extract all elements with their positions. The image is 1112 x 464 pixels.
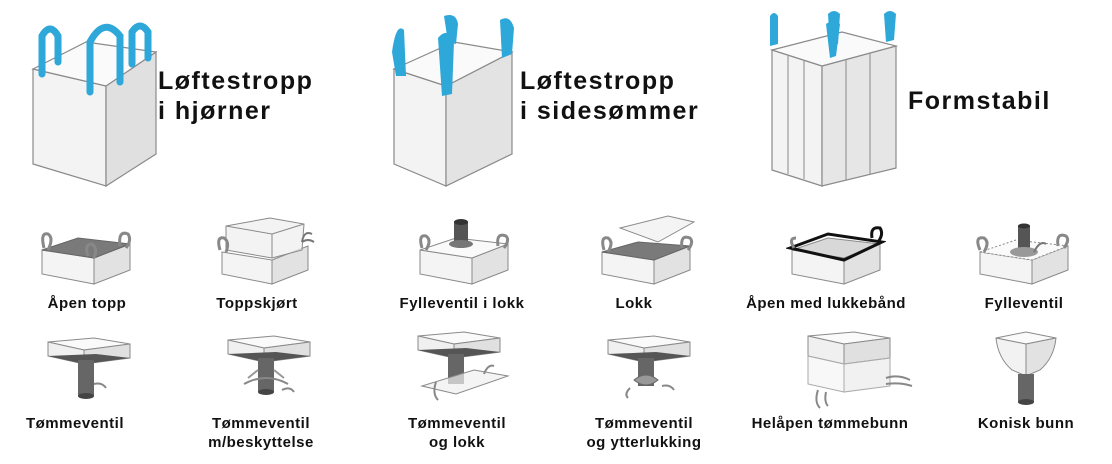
top-skirt-icon [216, 212, 316, 293]
conical-bottom-icon [992, 330, 1062, 411]
fill-spout-lid-icon [416, 218, 512, 293]
discharge-spout-outer-closure-caption: Tømmeventil og ytterlukking [556, 414, 732, 452]
baffle-bag-label: Formstabil [908, 86, 1051, 116]
discharge-spout-outer-closure-icon [604, 334, 694, 405]
discharge-spout-lid-icon [414, 330, 510, 411]
caption-line: Tømmeventil [25, 415, 125, 432]
full-open-bottom-caption: Helåpen tømmebunn [730, 414, 930, 433]
discharge-spout-protected-icon [224, 334, 314, 405]
caption-line: Lokk [615, 295, 653, 312]
label-line: i sidesømmer [520, 97, 700, 125]
open-top-caption: Åpen topp [24, 294, 150, 313]
caption-line: m/beskyttelse [208, 434, 314, 451]
full-open-bottom-icon [800, 330, 918, 417]
open-with-tie-caption: Åpen med lukkebånd [728, 294, 924, 313]
side-seam-loop-bag-icon [384, 14, 519, 189]
caption-line: Helåpen tømmebunn [751, 415, 909, 432]
caption-line: Åpen med lukkebånd [746, 295, 906, 312]
top-skirt-caption: Toppskjørt [192, 294, 322, 313]
lid-icon [598, 212, 698, 293]
discharge-spout-protected-caption: Tømmeventil m/beskyttelse [186, 414, 336, 452]
corner-loop-bag-icon [28, 14, 163, 189]
caption-line: Tømmeventil [594, 415, 694, 432]
open-with-tie-icon [784, 220, 888, 295]
discharge-spout-icon [44, 336, 134, 405]
label-line: Løftestropp [520, 67, 676, 95]
fill-spout-caption: Fylleventil [960, 294, 1088, 313]
label-line: Løftestropp [158, 67, 314, 95]
caption-line: og ytterlukking [586, 434, 702, 451]
caption-line: Tømmeventil [211, 415, 311, 432]
discharge-spout-caption: Tømmeventil [10, 414, 140, 433]
caption-line: Tømmeventil [407, 415, 507, 432]
fill-spout-lid-caption: Fylleventil i lokk [374, 294, 550, 313]
corner-loop-bag-label: Løftestropp i hjørner [158, 66, 313, 126]
lid-caption: Lokk [584, 294, 684, 313]
label-line: Formstabil [908, 87, 1051, 115]
side-seam-loop-bag-label: Løftestropp i sidesømmer [520, 66, 699, 126]
caption-line: Fylleventil [984, 295, 1064, 312]
caption-line: Konisk bunn [977, 415, 1075, 432]
label-line: i hjørner [158, 97, 272, 125]
fill-spout-icon [974, 222, 1074, 293]
baffle-bag-icon [766, 10, 906, 190]
conical-bottom-caption: Konisk bunn [956, 414, 1096, 433]
caption-line: Toppskjørt [216, 295, 298, 312]
open-top-icon [38, 222, 134, 293]
caption-line: Fylleventil i lokk [399, 295, 525, 312]
caption-line: og lokk [428, 434, 485, 451]
caption-line: Åpen topp [47, 295, 127, 312]
discharge-spout-lid-caption: Tømmeventil og lokk [382, 414, 532, 452]
